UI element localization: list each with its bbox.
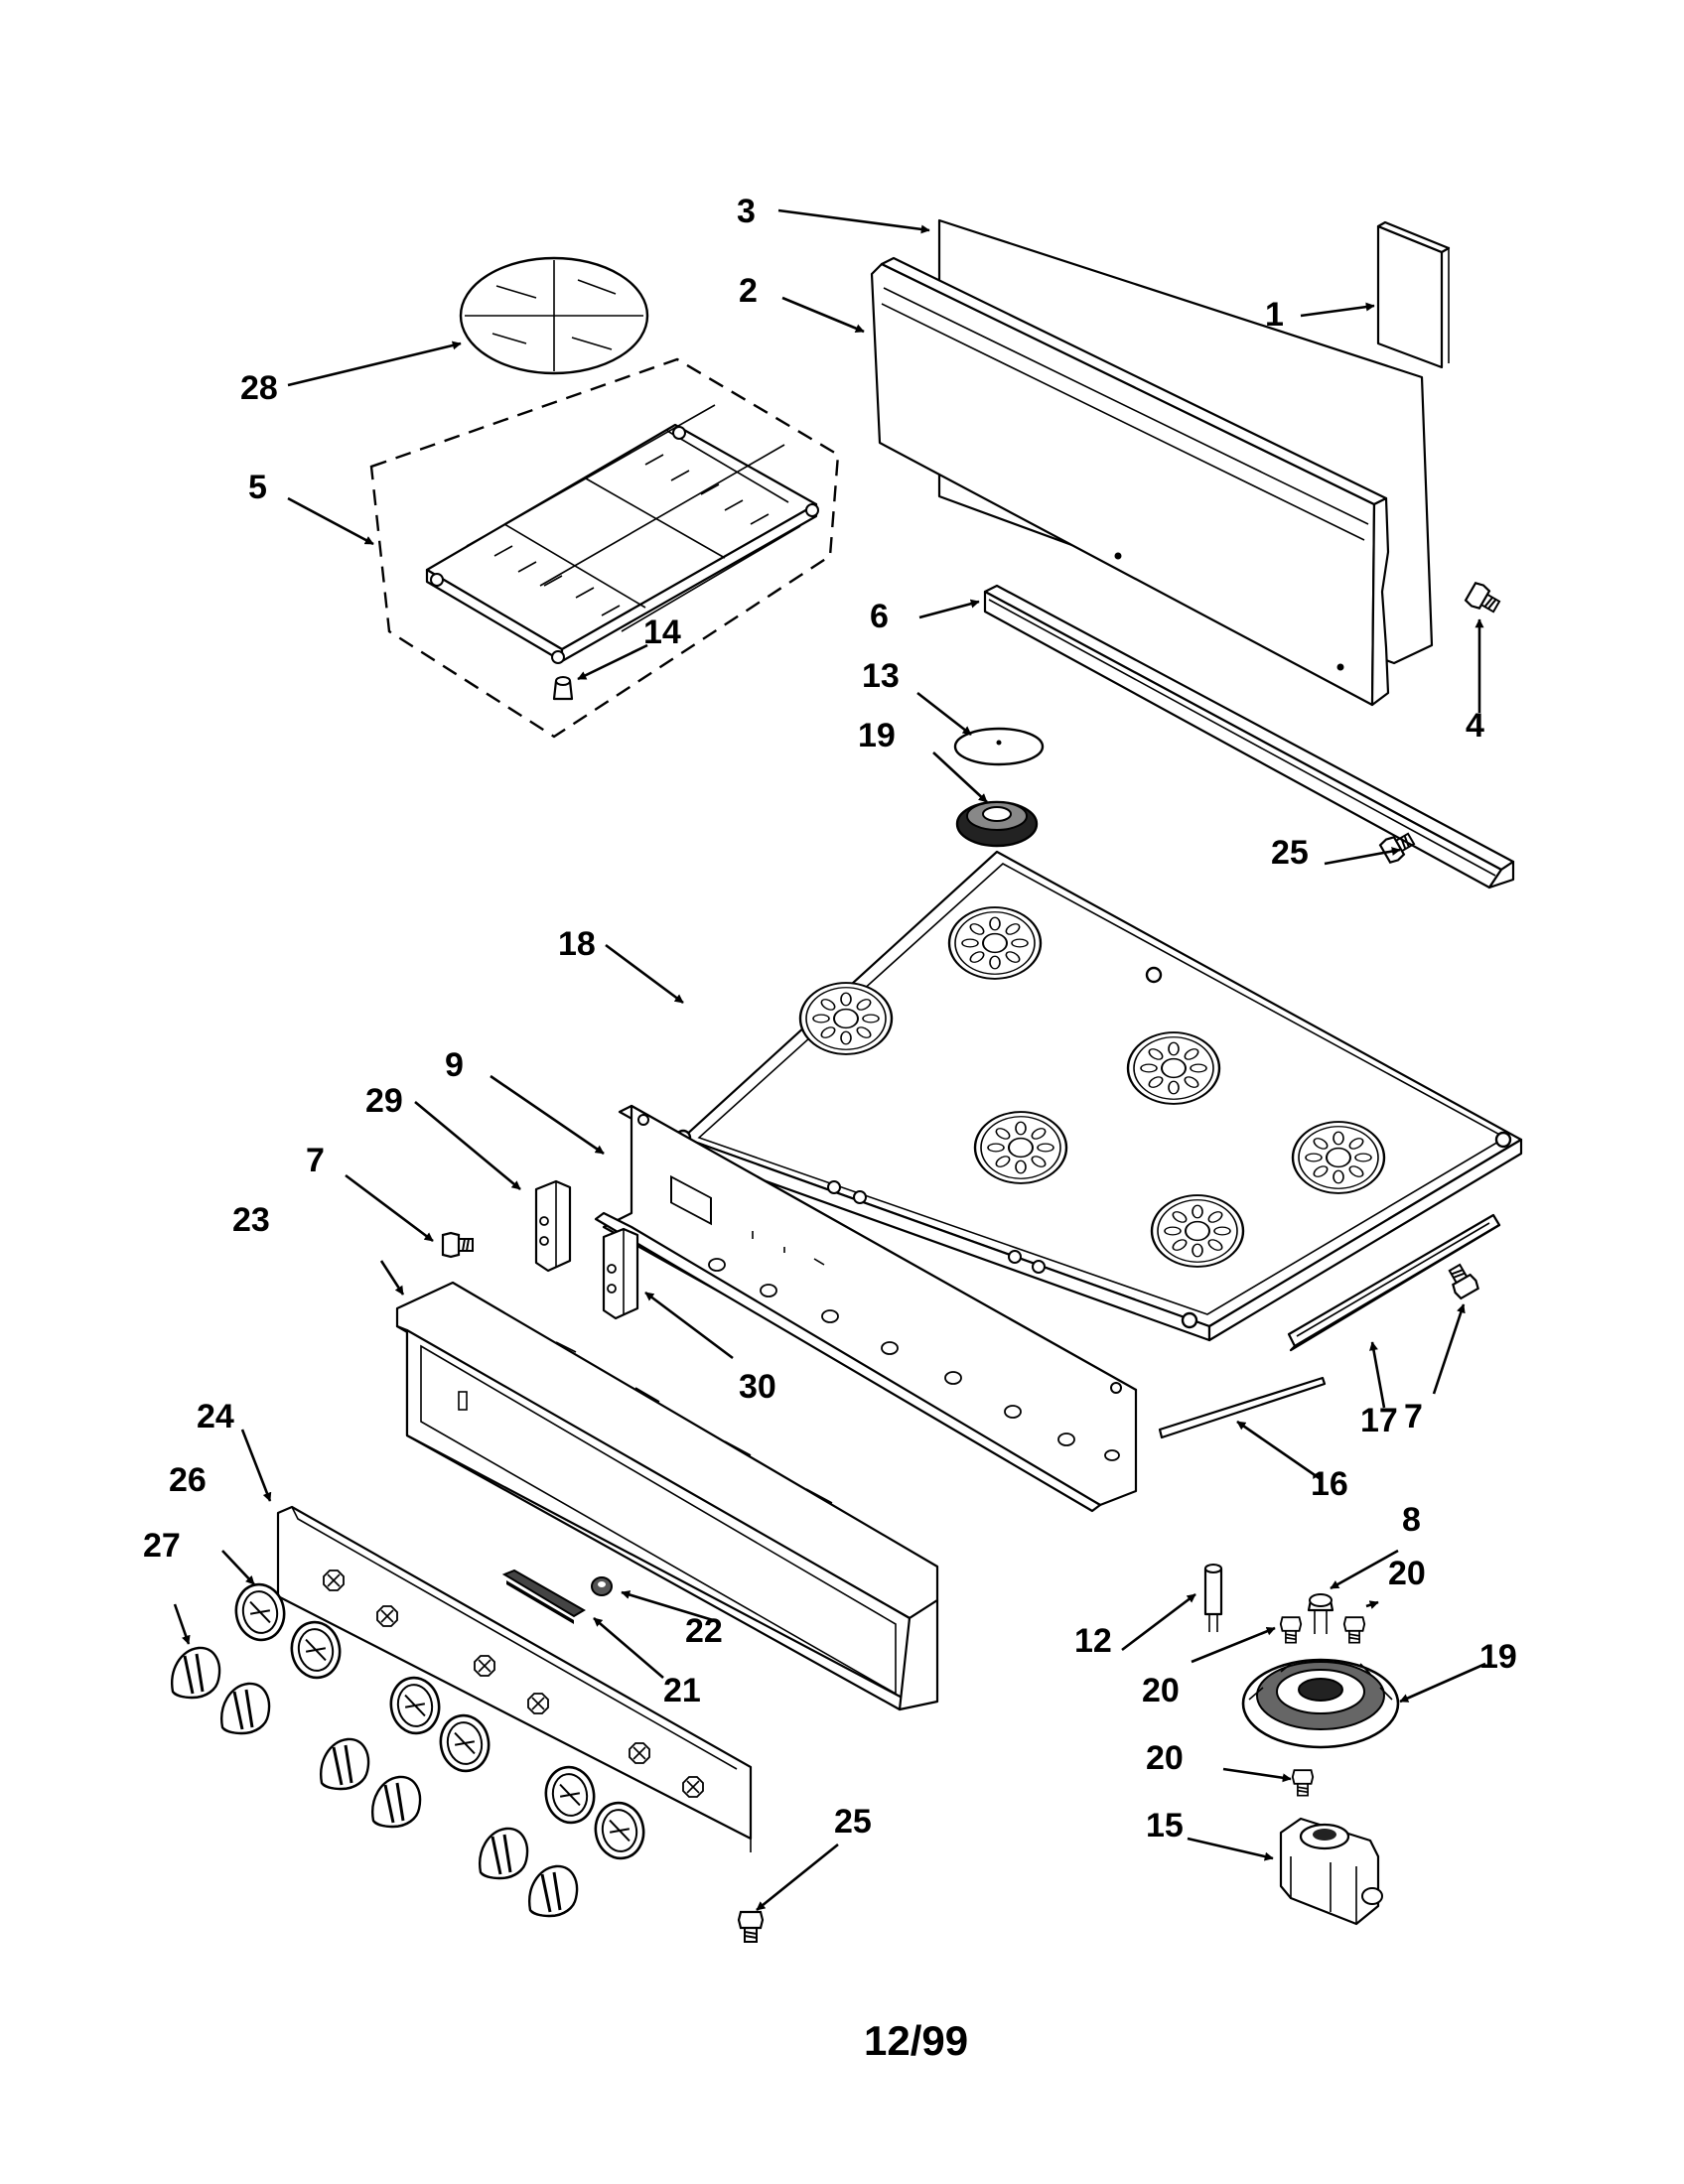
callout-20-bottom: 20 bbox=[1146, 1739, 1184, 1777]
callout-18: 18 bbox=[558, 925, 596, 963]
part-20-screw-left bbox=[1279, 1616, 1303, 1644]
part-13-burner-cap bbox=[953, 727, 1045, 766]
callout-2: 2 bbox=[739, 272, 758, 310]
part-2-backguard bbox=[870, 256, 1390, 707]
part-20-screw-right bbox=[1342, 1616, 1366, 1644]
callout-14: 14 bbox=[643, 614, 681, 651]
part-15-burner-base-casting bbox=[1279, 1817, 1383, 1926]
part-17-side-trim bbox=[1287, 1213, 1501, 1352]
part-21-indicator-light bbox=[501, 1569, 586, 1624]
part-19-burner-base-bottom bbox=[1241, 1658, 1400, 1749]
callout-5: 5 bbox=[248, 469, 267, 506]
callout-17: 17 bbox=[1360, 1402, 1398, 1439]
callout-15: 15 bbox=[1146, 1807, 1184, 1844]
callout-labels: 1 2 3 4 5 6 7 7 8 9 12 13 14 15 16 17 18… bbox=[143, 193, 1517, 1844]
callout-9: 9 bbox=[445, 1046, 464, 1084]
callout-20-top-right: 20 bbox=[1388, 1555, 1426, 1592]
part-30-ignition-switch bbox=[602, 1227, 639, 1320]
part-7-screw-left bbox=[441, 1231, 475, 1259]
callout-3: 3 bbox=[737, 193, 756, 230]
part-20-screw-bottom bbox=[1291, 1769, 1315, 1797]
part-24-control-panel bbox=[276, 1505, 753, 1852]
part-19-burner-base-top bbox=[955, 800, 1039, 848]
callout-21: 21 bbox=[663, 1672, 701, 1709]
callout-1: 1 bbox=[1265, 296, 1284, 334]
callout-12: 12 bbox=[1074, 1622, 1112, 1660]
callout-7-right: 7 bbox=[1404, 1398, 1423, 1435]
callout-23: 23 bbox=[232, 1201, 270, 1239]
callout-24: 24 bbox=[197, 1398, 234, 1435]
callout-8: 8 bbox=[1402, 1501, 1421, 1539]
callout-25-top: 25 bbox=[1271, 834, 1309, 872]
part-14-grate-foot bbox=[552, 676, 574, 701]
date-code: 12/99 bbox=[864, 2017, 968, 2064]
part-6-rear-rail bbox=[983, 584, 1515, 889]
part-29-ignition-switch bbox=[534, 1179, 572, 1273]
callout-6: 6 bbox=[870, 598, 889, 635]
part-4-screw bbox=[1463, 580, 1504, 618]
callout-27: 27 bbox=[143, 1527, 181, 1565]
callout-16: 16 bbox=[1311, 1465, 1348, 1503]
leader-lines bbox=[173, 208, 1486, 1912]
part-12-igniter bbox=[1203, 1564, 1223, 1632]
part-23-control-housing bbox=[395, 1281, 939, 1711]
part-22-grommet bbox=[591, 1576, 613, 1596]
part-5-grate-kit bbox=[369, 357, 840, 739]
callout-28: 28 bbox=[240, 369, 278, 407]
part-8-bolt bbox=[1307, 1593, 1334, 1634]
callout-26: 26 bbox=[169, 1461, 207, 1499]
callout-20-mid-left: 20 bbox=[1142, 1672, 1180, 1709]
callout-7-left: 7 bbox=[306, 1142, 325, 1179]
callout-19-top: 19 bbox=[858, 717, 896, 754]
part-9-manifold-panel bbox=[594, 1104, 1138, 1513]
part-28-cover-disc bbox=[459, 256, 649, 375]
part-25-screw-bottom bbox=[737, 1910, 765, 1944]
callout-19-bottom: 19 bbox=[1479, 1638, 1517, 1676]
callout-29: 29 bbox=[365, 1082, 403, 1120]
callout-30: 30 bbox=[739, 1368, 776, 1406]
part-16-trim-strip bbox=[1158, 1376, 1327, 1439]
part-18-cooktop bbox=[674, 850, 1523, 1342]
part-1-end-cap bbox=[1376, 220, 1451, 369]
callout-22: 22 bbox=[685, 1612, 723, 1650]
callout-25-bottom: 25 bbox=[834, 1803, 872, 1841]
part-7-screw-right bbox=[1443, 1260, 1481, 1301]
callout-4: 4 bbox=[1466, 707, 1484, 745]
callout-13: 13 bbox=[862, 657, 900, 695]
